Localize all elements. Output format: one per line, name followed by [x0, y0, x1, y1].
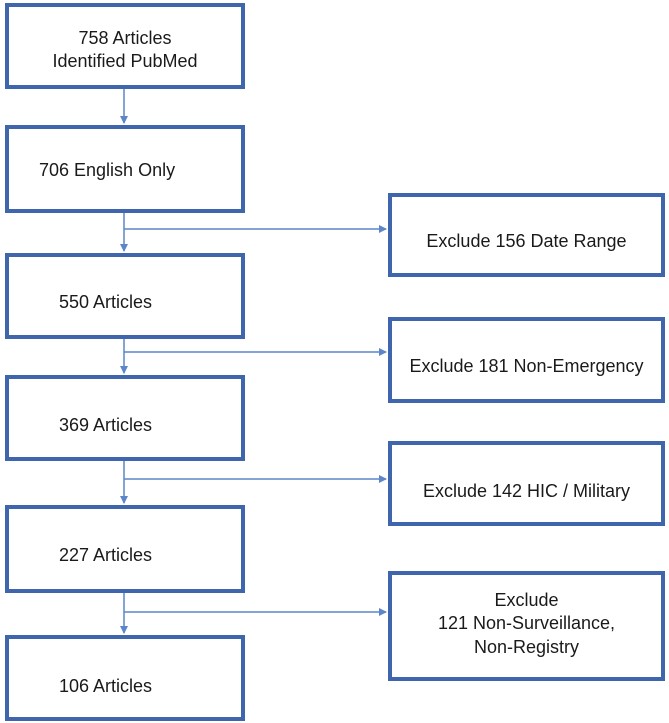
step-758-articles-box: 758 Articles Identified PubMed [5, 3, 245, 89]
step-label: 550 Articles [59, 292, 153, 312]
step-369-articles-box: 369 Articles [5, 375, 245, 461]
step-label: 706 English Only [39, 160, 176, 180]
exclusion-hic-military-box: Exclude 142 HIC / Military [388, 441, 665, 526]
step-227-articles-box: 227 Articles [5, 505, 245, 593]
step-550-articles-box: 550 Articles [5, 253, 245, 339]
exclusion-date-range-box: Exclude 156 Date Range [388, 193, 665, 277]
exclusion-label: Exclude 181 Non-Emergency [409, 356, 644, 376]
exclusion-non-emergency-box: Exclude 181 Non-Emergency [388, 317, 665, 403]
exclusion-non-surveillance-box: Exclude 121 Non-Surveillance, Non-Regist… [388, 571, 665, 681]
step-706-english-box: 706 English Only [5, 125, 245, 213]
step-label: 227 Articles [59, 545, 153, 565]
step-label: 758 Articles Identified PubMed [52, 28, 198, 72]
exclusion-label: Exclude 142 HIC / Military [422, 481, 631, 501]
exclusion-label: Exclude 121 Non-Surveillance, Non-Regist… [437, 590, 616, 657]
exclusion-label: Exclude 156 Date Range [426, 231, 627, 251]
step-label: 369 Articles [59, 415, 153, 435]
step-106-articles-box: 106 Articles [5, 635, 245, 721]
step-label: 106 Articles [59, 676, 153, 696]
